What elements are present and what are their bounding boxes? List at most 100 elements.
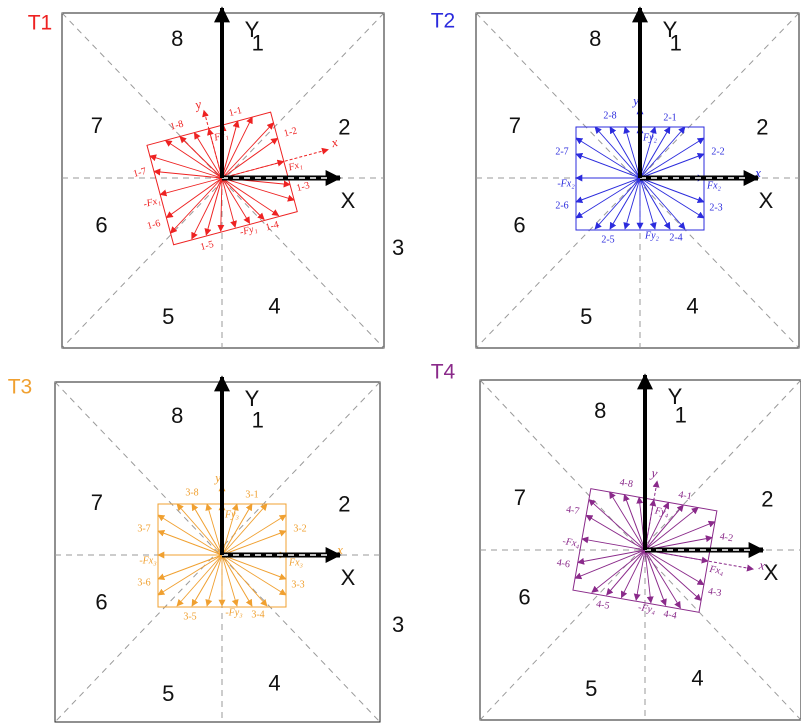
vector-label: 3-6 bbox=[137, 577, 150, 588]
body-y-label: y bbox=[191, 96, 203, 113]
panel-title: T1 bbox=[28, 12, 53, 35]
vector-label: 3-3 bbox=[291, 579, 304, 590]
y-axis-label: Y bbox=[245, 386, 260, 411]
force-vector bbox=[164, 139, 223, 179]
octant-label-8: 8 bbox=[171, 26, 183, 51]
vector-label: 3-5 bbox=[183, 611, 196, 622]
vector-t4-4 bbox=[644, 549, 667, 607]
vector-t2-7 bbox=[575, 152, 641, 179]
vector-t4-5 bbox=[606, 549, 646, 596]
force-label-fx: Fx₃ bbox=[288, 557, 304, 568]
force-vector bbox=[149, 154, 223, 179]
vector-label: 2-4 bbox=[669, 232, 682, 243]
force-vector bbox=[639, 177, 686, 230]
dashed-diagonal bbox=[479, 379, 801, 721]
vector-t2-8 bbox=[609, 126, 641, 179]
force-vector bbox=[205, 554, 223, 607]
x-axis-label: X bbox=[759, 188, 774, 213]
force-vector bbox=[221, 122, 274, 179]
force-vector bbox=[644, 501, 670, 551]
vector-t2-5 bbox=[609, 177, 641, 230]
octant-label-2: 2 bbox=[338, 114, 350, 139]
body-y-axis bbox=[202, 109, 223, 179]
body-x-axis bbox=[644, 549, 755, 572]
vector-t2-6 bbox=[575, 177, 641, 204]
vector-t3-5 bbox=[191, 554, 223, 607]
force-vector bbox=[588, 499, 646, 551]
vector-t1-5 bbox=[204, 177, 223, 236]
octant-label-3: 3 bbox=[392, 612, 404, 637]
octant-label-4: 4 bbox=[268, 294, 280, 319]
vector-label: 4-7 bbox=[565, 504, 580, 517]
octant-label-3: 3 bbox=[392, 235, 404, 260]
vector-t2-1 bbox=[639, 126, 671, 179]
force-vector bbox=[170, 177, 223, 234]
vector-t3-2 bbox=[221, 529, 287, 556]
force-vector bbox=[221, 554, 239, 607]
vector-label: 2-6 bbox=[555, 200, 568, 211]
octant-label-6: 6 bbox=[518, 585, 530, 610]
vector-label: 2-3 bbox=[709, 202, 722, 213]
vector-label: 2-5 bbox=[601, 234, 614, 245]
body-y-label: y bbox=[648, 465, 658, 481]
vector-t3-3 bbox=[221, 554, 287, 581]
vector-t4-1 bbox=[644, 504, 684, 551]
vector-t4-8 bbox=[623, 493, 646, 551]
force-vector bbox=[575, 177, 641, 219]
force-label-fx: Fx₁ bbox=[286, 159, 303, 174]
force-label-neg-fx: -Fx₁ bbox=[142, 195, 162, 210]
force-label-neg-fy: -Fy₄ bbox=[637, 602, 657, 616]
force-vector bbox=[205, 503, 223, 556]
force-vector bbox=[591, 549, 646, 593]
octant-label-6: 6 bbox=[513, 213, 525, 238]
vector-t4-6 bbox=[577, 549, 646, 565]
force-label-neg-fx: -Fx₂ bbox=[557, 178, 575, 189]
octant-label-5: 5 bbox=[162, 304, 174, 329]
vector-label: 1-6 bbox=[146, 218, 162, 232]
force-vector bbox=[639, 177, 657, 230]
force-vector bbox=[176, 554, 223, 607]
x-axis-label: X bbox=[341, 188, 356, 213]
force-label-neg-fy: -Fy₁ bbox=[239, 223, 259, 238]
vector-label: 3-1 bbox=[245, 489, 258, 500]
vector-label: 4-4 bbox=[663, 609, 678, 622]
octant-label-1: 1 bbox=[252, 31, 264, 56]
body-x-label: x bbox=[329, 134, 340, 150]
vector-label: 3-7 bbox=[137, 523, 150, 534]
octant-label-7: 7 bbox=[509, 113, 521, 138]
vector-label: 2-2 bbox=[711, 146, 724, 157]
panel-title: T4 bbox=[431, 361, 456, 384]
vector-t2-4 bbox=[639, 177, 671, 230]
force-vector bbox=[157, 514, 223, 556]
vector-t3-1 bbox=[221, 503, 253, 556]
force-vector bbox=[191, 177, 223, 240]
force-label-fy: Fy₂ bbox=[642, 132, 658, 143]
x-axis-label: X bbox=[341, 565, 356, 590]
vector-t3-6 bbox=[157, 554, 223, 581]
force-vector bbox=[574, 549, 646, 580]
vector-label: 1-1 bbox=[228, 105, 244, 119]
force-vector bbox=[633, 549, 646, 601]
force-vector bbox=[221, 177, 251, 224]
vector-label: 3-4 bbox=[251, 609, 264, 620]
octant-label-8: 8 bbox=[594, 398, 606, 423]
octant-label-7: 7 bbox=[514, 485, 526, 510]
force-vector bbox=[159, 177, 223, 197]
octant-label-6: 6 bbox=[95, 213, 107, 238]
force-vector bbox=[221, 177, 280, 217]
force-label-neg-fy: -Fy₃ bbox=[225, 607, 243, 618]
force-vector bbox=[221, 503, 268, 556]
force-vector bbox=[217, 177, 225, 232]
force-vector bbox=[221, 177, 295, 202]
body-y-label: y bbox=[213, 470, 221, 485]
vector-t2-2 bbox=[639, 152, 705, 179]
octant-label-1: 1 bbox=[675, 403, 687, 428]
panel-title: T2 bbox=[431, 10, 456, 33]
octant-label-1: 1 bbox=[670, 31, 682, 56]
force-vector bbox=[623, 177, 641, 230]
force-vector bbox=[594, 177, 641, 230]
vector-t1-1 bbox=[221, 120, 240, 179]
force-vector bbox=[639, 137, 705, 179]
